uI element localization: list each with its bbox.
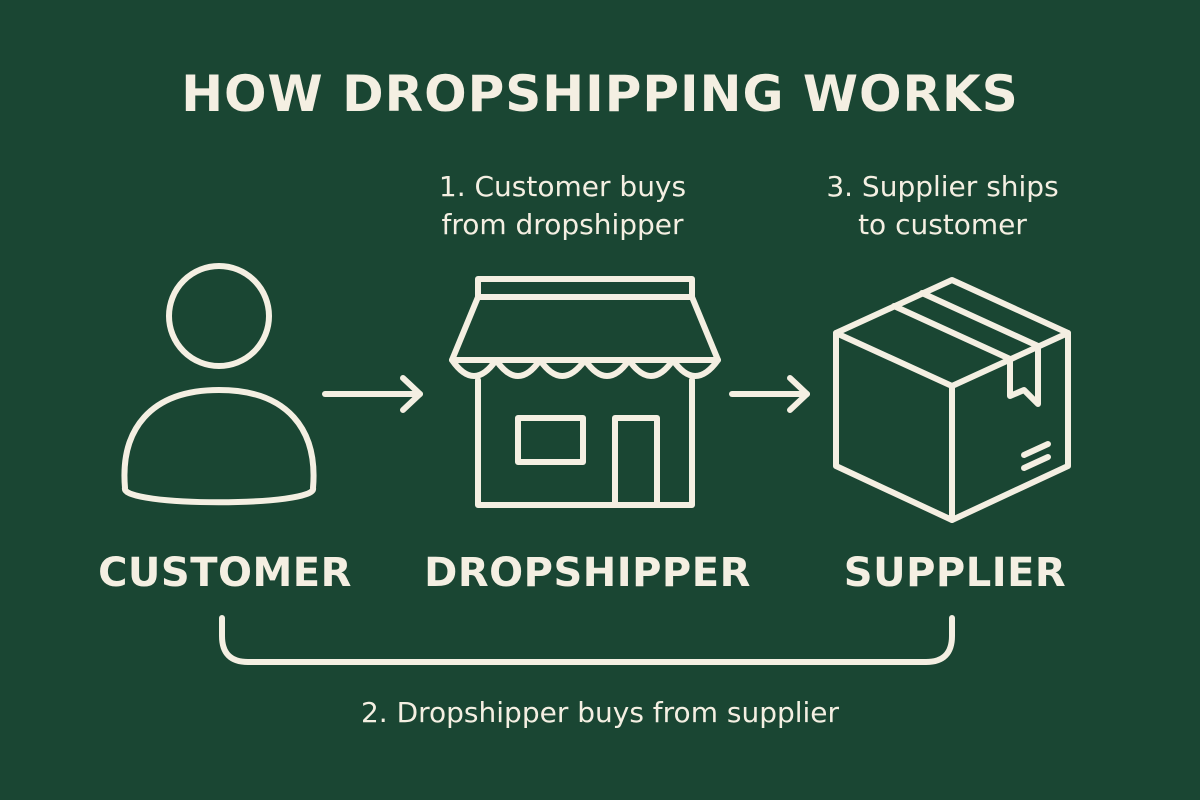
step-3-label: 3. Supplier ships to customer xyxy=(826,170,1059,241)
step-2-label: 2. Dropshipper buys from supplier xyxy=(360,696,840,729)
arrow-customer-to-dropshipper-icon xyxy=(322,375,423,413)
arrow-dropshipper-to-supplier-icon xyxy=(729,375,810,413)
diagram-title: HOW DROPSHIPPING WORKS xyxy=(181,65,1019,123)
step-1-label: 1. Customer buys from dropshipper xyxy=(438,170,687,241)
dropshipper-label: DROPSHIPPER xyxy=(424,550,751,596)
package-box-icon xyxy=(833,277,1071,523)
customer-label: CUSTOMER xyxy=(98,550,352,596)
bracket-connector xyxy=(219,615,955,665)
storefront-icon xyxy=(449,276,721,508)
person-icon xyxy=(121,263,317,506)
supplier-label: SUPPLIER xyxy=(843,550,1067,596)
